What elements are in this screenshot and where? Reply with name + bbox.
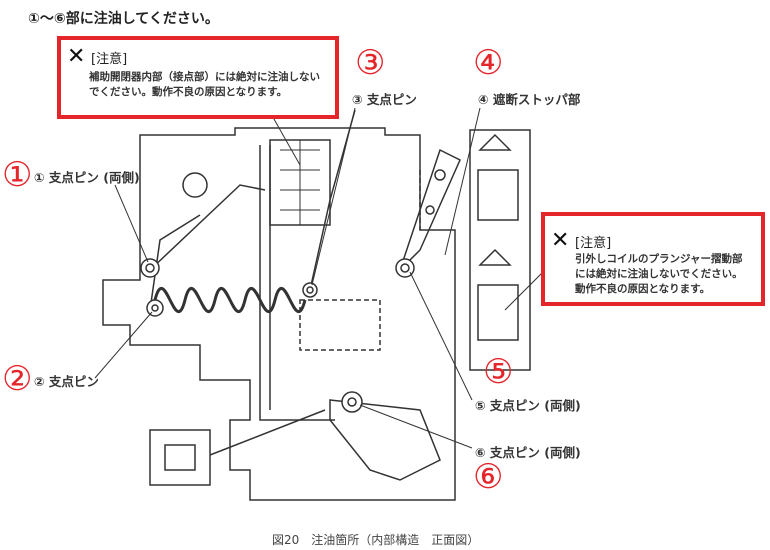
stopper-panel — [469, 129, 531, 371]
callout-label-4: ④ 遮断ストッパ部 — [478, 92, 581, 107]
callout-number-5: ⑤ — [483, 352, 514, 392]
callout-label-5: ⑤ 支点ピン (両側) — [475, 398, 581, 413]
callout-number-3: ③ — [355, 43, 386, 83]
callout-label-6: ⑥ 支点ピン (両側) — [475, 445, 581, 460]
leader-lines — [94, 107, 561, 449]
callout-label-2: ② 支点ピン — [34, 374, 99, 389]
prohibit-x-icon: ✕ — [67, 44, 86, 69]
pins — [140, 169, 446, 413]
warning-line: 引外しコイルのプランジャー摺動部 — [575, 253, 743, 265]
frame-outline — [102, 127, 456, 501]
instruction-text: ①～⑥部に注油してください。 — [28, 11, 219, 27]
callout-label-3: ③ 支点ピン — [352, 92, 417, 107]
spring — [153, 287, 307, 313]
callout-number-6: ⑥ — [473, 457, 504, 497]
warning-heading: [注意] — [575, 236, 612, 251]
callout-number-4: ④ — [473, 43, 504, 83]
prohibit-x-icon: ✕ — [551, 228, 570, 253]
warning-line: 補助開閉器内部（接点部）には絶対に注油しない — [89, 71, 320, 83]
inner-outline — [299, 170, 421, 351]
warning-line: 動作不良の原因となります。 — [575, 283, 711, 295]
figure-caption: 図20 注油箇所（内部構造 正面図） — [272, 533, 480, 547]
warning-line: でください。動作不良の原因となります。 — [89, 86, 288, 98]
warning-box-trip-coil: ✕ [注意] 引外しコイルのプランジャー摺動部 には絶対に注油しないでください。… — [541, 212, 765, 306]
warning-heading: [注意] — [91, 52, 128, 67]
callout-number-1: ① — [2, 155, 33, 195]
link-arms — [149, 109, 461, 481]
warning-box-aux-switch: ✕ [注意] 補助開閉器内部（接点部）には絶対に注油しない でください。動作不良… — [57, 36, 339, 119]
trip-coil — [149, 429, 211, 486]
callout-number-2: ② — [2, 359, 33, 399]
callout-label-1: ① 支点ピン (両側) — [34, 170, 140, 185]
warning-line: には絶対に注油しないでください。 — [575, 268, 743, 280]
